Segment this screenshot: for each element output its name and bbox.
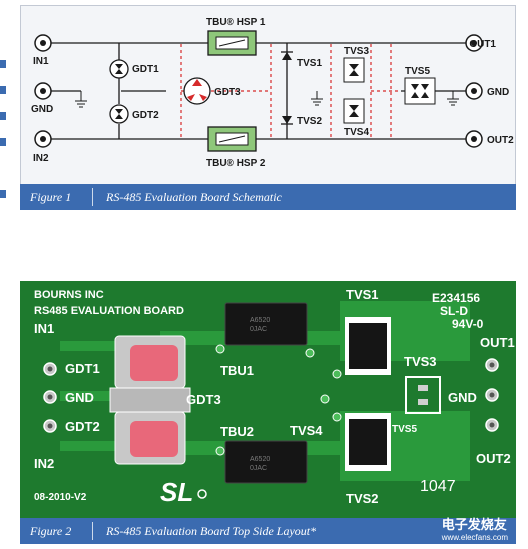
label-gnd-left: GND <box>31 104 53 115</box>
silk-serial: 1047 <box>420 478 456 495</box>
silk-tvs5: TVS5 <box>392 424 417 435</box>
chip-code-tbu1-b: 0JAC <box>250 326 267 333</box>
silk-out2: OUT2 <box>476 451 511 466</box>
silk-cert1: E234156 <box>432 291 480 305</box>
silk-in2: IN2 <box>34 456 54 471</box>
silk-tbu2: TBU2 <box>220 424 254 439</box>
silk-brand: BOURNS INC <box>34 289 104 301</box>
label-gnd-right: GND <box>487 87 509 98</box>
figure-2-pcb-layout: BOURNS INC RS485 EVALUATION BOARD IN1 GD… <box>20 281 516 544</box>
silk-out1: OUT1 <box>480 335 515 350</box>
chip-code-tbu2-b: 0JAC <box>250 465 267 472</box>
silk-tbu1: TBU1 <box>220 363 254 378</box>
tvs1-component <box>349 323 387 369</box>
silk-cert2: SL-D <box>440 304 468 318</box>
label-gdt2: GDT2 <box>132 110 159 121</box>
label-tbu2: TBU® HSP 2 <box>206 158 266 169</box>
label-tvs5: TVS5 <box>405 66 430 77</box>
label-tvs3: TVS3 <box>344 46 369 57</box>
caption-divider <box>92 188 93 206</box>
tbu2-chip <box>224 440 308 484</box>
gdt3-component <box>109 387 191 413</box>
tbu1-chip <box>224 302 308 346</box>
tvs5-component <box>418 399 428 405</box>
page-edge-mark <box>0 86 6 94</box>
page-edge-mark <box>0 60 6 68</box>
caption-divider <box>92 522 93 540</box>
tvs2-component <box>349 419 387 465</box>
watermark-logo: 电子发烧友 www.elecfans.com <box>442 514 508 542</box>
label-tvs2: TVS2 <box>297 116 322 127</box>
label-out2: OUT2 <box>487 135 514 146</box>
silk-cert3: 94V-0 <box>452 317 484 331</box>
schematic-diagram: IN1 GND IN2 OUT1 GND OUT2 GDT1 GDT2 GDT3… <box>31 17 514 169</box>
silk-gdt3: GDT3 <box>186 392 221 407</box>
page-edge-mark <box>0 112 6 120</box>
watermark-text: 电子发烧友 <box>441 517 507 532</box>
silk-gnd-right: GND <box>448 390 477 405</box>
silk-tvs3: TVS3 <box>404 354 437 369</box>
silk-gdt1: GDT1 <box>65 361 100 376</box>
figure-1-schematic: IN1 GND IN2 OUT1 GND OUT2 GDT1 GDT2 GDT3… <box>20 5 516 210</box>
caption-number: Figure 2 <box>30 524 72 538</box>
tvs2-symbol <box>282 116 292 124</box>
silk-in1: IN1 <box>34 321 54 336</box>
label-out1: OUT1 <box>469 39 496 50</box>
silk-date: 08-2010-V2 <box>34 492 87 503</box>
silk-tvs4: TVS4 <box>290 423 323 438</box>
page-edge-mark <box>0 190 6 198</box>
silk-tvs2: TVS2 <box>346 491 379 506</box>
chip-code-tbu2-a: A6520 <box>250 456 270 463</box>
caption-text: RS-485 Evaluation Board Schematic <box>106 190 282 204</box>
page-edge-mark <box>0 138 6 146</box>
label-in2: IN2 <box>33 153 49 164</box>
gdt2-component <box>130 421 178 457</box>
label-tvs1: TVS1 <box>297 58 322 69</box>
caption-number: Figure 1 <box>30 190 72 204</box>
silk-tvs1: TVS1 <box>346 287 379 302</box>
gdt1-component <box>130 345 178 381</box>
figure-2-caption: Figure 2 RS-485 Evaluation Board Top Sid… <box>20 518 516 544</box>
tvs1-symbol <box>282 52 292 60</box>
pcb-board: BOURNS INC RS485 EVALUATION BOARD IN1 GD… <box>20 281 516 518</box>
label-tbu1: TBU® HSP 1 <box>206 17 266 28</box>
label-tvs4: TVS4 <box>344 127 369 138</box>
silk-board: RS485 EVALUATION BOARD <box>34 305 184 317</box>
label-in1: IN1 <box>33 56 49 67</box>
tvs3-component <box>418 385 428 391</box>
watermark-url: www.elecfans.com <box>441 533 508 542</box>
tvs5-symbol <box>404 77 436 105</box>
label-gdt3: GDT3 <box>214 87 241 98</box>
caption-text: RS-485 Evaluation Board Top Side Layout* <box>106 524 317 538</box>
silk-gnd: GND <box>65 390 94 405</box>
silk-logo: SL <box>160 477 193 507</box>
chip-code-tbu1-a: A6520 <box>250 317 270 324</box>
silk-gdt2: GDT2 <box>65 419 100 434</box>
figure-1-caption: Figure 1 RS-485 Evaluation Board Schemat… <box>20 184 516 210</box>
label-gdt1: GDT1 <box>132 64 159 75</box>
